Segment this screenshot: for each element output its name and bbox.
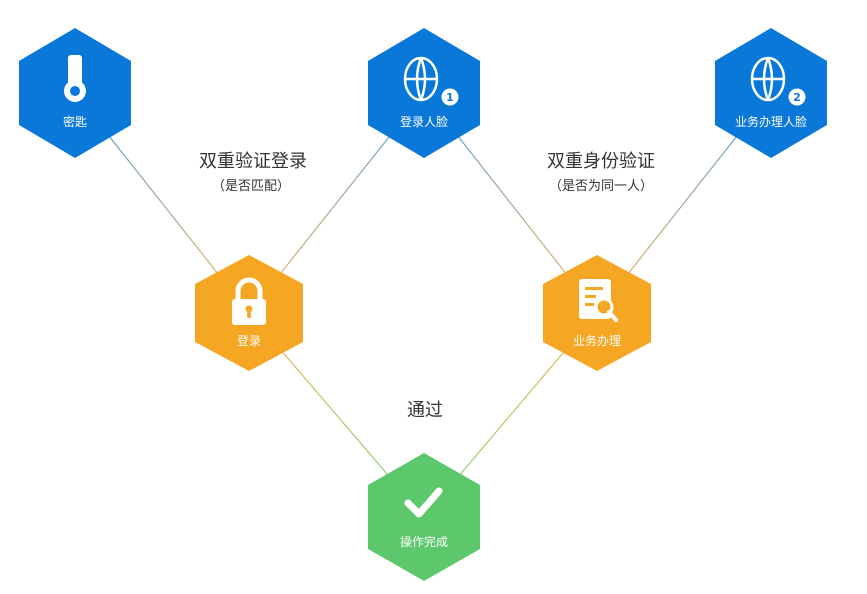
annotation-title: 双重身份验证 bbox=[547, 151, 655, 172]
node-label: 密匙 bbox=[63, 114, 87, 129]
node-done: 操作完成 bbox=[368, 453, 480, 581]
face-scan-icon bbox=[750, 56, 786, 102]
node-key: 密匙 bbox=[19, 28, 131, 158]
step-number-badge: 1 bbox=[441, 88, 459, 106]
annotation-pass: 通过 bbox=[407, 400, 443, 421]
annotation-title: 双重验证登录 bbox=[199, 151, 307, 172]
step-number-badge: 2 bbox=[788, 88, 806, 106]
annotation-dual-login: 双重验证登录 （是否匹配） bbox=[199, 151, 307, 194]
node-label: 业务办理 bbox=[573, 333, 621, 348]
node-label: 登录人脸 bbox=[400, 114, 448, 129]
node-login-face: 1 登录人脸 bbox=[368, 28, 480, 158]
hex-shape bbox=[368, 453, 480, 581]
node-business: 业务办理 bbox=[543, 255, 651, 371]
checkmark-icon bbox=[404, 487, 443, 518]
step-number: 2 bbox=[793, 91, 801, 104]
lock-icon bbox=[232, 277, 266, 325]
usb-key-icon bbox=[64, 55, 86, 102]
node-label: 登录 bbox=[237, 333, 261, 348]
annotation-subtitle: （是否匹配） bbox=[212, 179, 290, 194]
step-number: 1 bbox=[446, 91, 454, 104]
annotation-title: 通过 bbox=[407, 400, 443, 421]
annotation-dual-identity: 双重身份验证 （是否为同一人） bbox=[547, 151, 655, 194]
document-search-icon bbox=[579, 279, 618, 322]
node-business-face: 2 业务办理人脸 bbox=[715, 28, 827, 158]
annotation-subtitle: （是否为同一人） bbox=[549, 179, 653, 194]
node-login: 登录 bbox=[195, 255, 303, 371]
node-label: 业务办理人脸 bbox=[735, 114, 807, 129]
face-scan-icon bbox=[403, 56, 439, 102]
node-label: 操作完成 bbox=[400, 534, 448, 549]
